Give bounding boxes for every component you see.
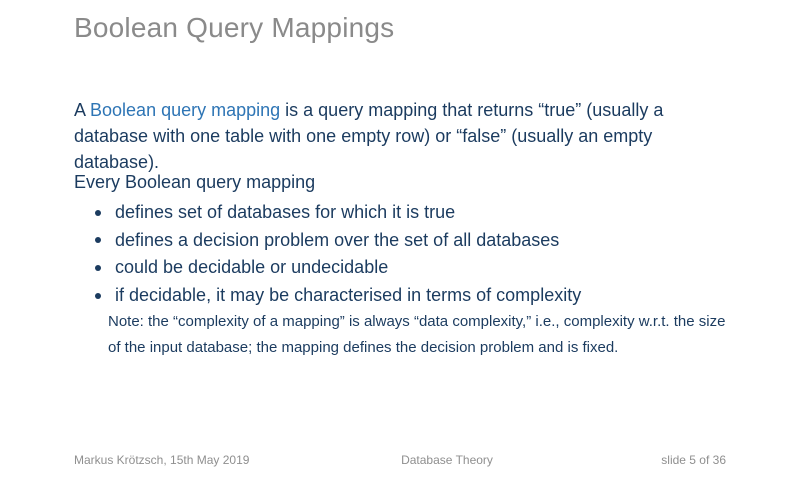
bullet-item: defines set of databases for which it is…	[95, 199, 581, 227]
slide-title: Boolean Query Mappings	[74, 12, 395, 43]
note-text: Note: the “complexity of a mapping” is a…	[108, 313, 726, 356]
footer-author-date: Markus Krötzsch, 15th May 2019	[74, 453, 250, 467]
bullet-item: if decidable, it may be characterised in…	[95, 282, 581, 310]
bullet-item: defines a decision problem over the set …	[95, 227, 581, 255]
list-heading: Every Boolean query mapping	[74, 172, 316, 192]
bullet-icon	[95, 237, 101, 244]
term-boolean-query-mapping: Boolean query mapping	[90, 100, 281, 120]
bullet-text: defines a decision problem over the set …	[115, 229, 560, 250]
footer-course: Database Theory	[401, 453, 493, 467]
footer-slide-number: slide 5 of 36	[661, 453, 726, 467]
bullet-text: could be decidable or undecidable	[115, 257, 389, 278]
bullet-icon	[95, 209, 101, 216]
intro-rest: is a query mapping that returns “true” (…	[74, 100, 664, 172]
footer: Markus Krötzsch, 15th May 2019 Database …	[0, 453, 800, 473]
bullet-item: could be decidable or undecidable	[95, 254, 581, 282]
bullet-text: defines set of databases for which it is…	[115, 202, 456, 223]
bullet-list: defines set of databases for which it is…	[95, 199, 581, 309]
intro-prefix: A	[74, 100, 91, 120]
intro-paragraph: A Boolean query mapping is a query mappi…	[74, 97, 742, 175]
bullet-icon	[95, 292, 101, 299]
bullet-text: if decidable, it may be characterised in…	[115, 285, 582, 306]
bullet-icon	[95, 264, 101, 271]
